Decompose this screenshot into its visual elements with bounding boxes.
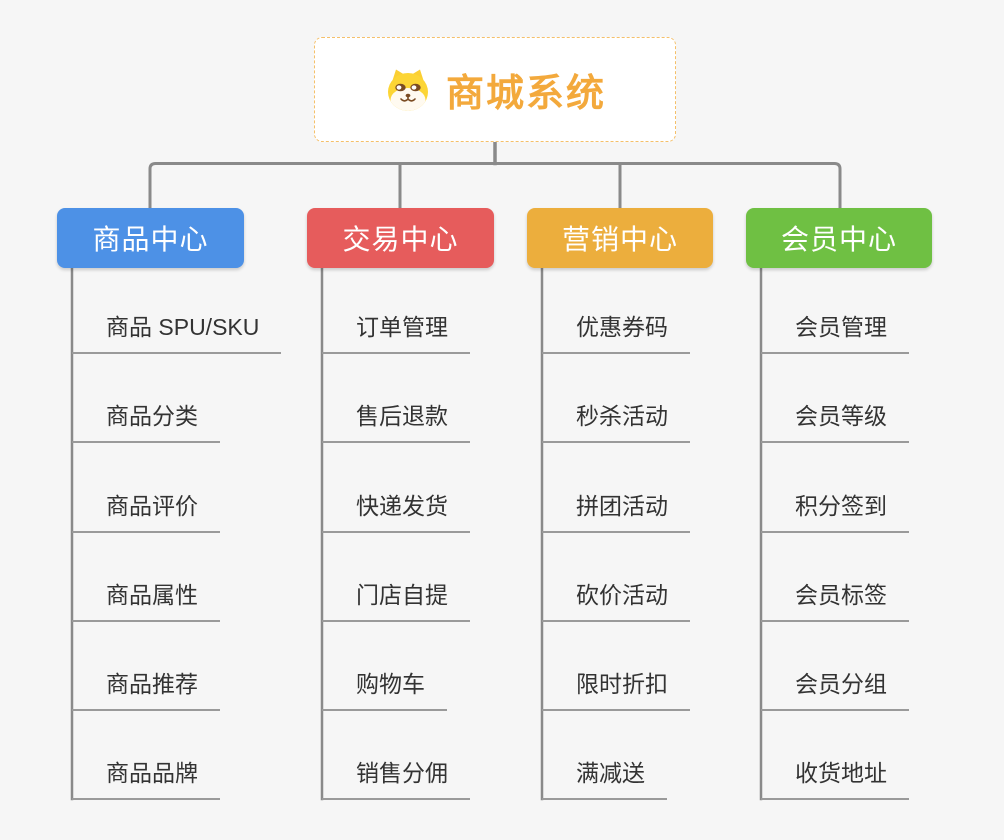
leaf-item[interactable]: 商品评价 — [72, 488, 220, 533]
leaf-item[interactable]: 优惠券码 — [542, 309, 690, 354]
leaf-item[interactable]: 商品品牌 — [72, 755, 220, 800]
leaf-item[interactable]: 快递发货 — [322, 488, 470, 533]
leaf-item[interactable]: 秒杀活动 — [542, 398, 690, 443]
leaf-item[interactable]: 销售分佣 — [322, 755, 470, 800]
leaf-item[interactable]: 积分签到 — [761, 488, 909, 533]
leaf-item[interactable]: 拼团活动 — [542, 488, 690, 533]
root-label: 商城系统 — [445, 73, 606, 115]
branch-product-center[interactable]: 商品中心 — [57, 208, 244, 268]
leaf-item[interactable]: 会员管理 — [761, 309, 909, 354]
leaf-item[interactable]: 订单管理 — [322, 309, 470, 354]
leaf-item[interactable]: 商品 SPU/SKU — [72, 309, 282, 354]
leaf-item[interactable]: 售后退款 — [322, 398, 470, 443]
root-node[interactable]: 商城系统 — [314, 37, 676, 142]
leaf-item[interactable]: 商品属性 — [72, 577, 220, 622]
leaf-item[interactable]: 购物车 — [322, 666, 447, 711]
leaf-item[interactable]: 满减送 — [542, 755, 667, 800]
branch-trade-center[interactable]: 交易中心 — [307, 208, 494, 268]
leaf-item[interactable]: 门店自提 — [322, 577, 470, 622]
leaf-item[interactable]: 会员分组 — [761, 666, 909, 711]
leaf-item[interactable]: 砍价活动 — [542, 577, 690, 622]
branch-marketing-center[interactable]: 营销中心 — [527, 208, 713, 268]
leaf-item[interactable]: 商品分类 — [72, 398, 220, 443]
shiba-dog-face-icon — [387, 69, 428, 111]
leaf-item[interactable]: 限时折扣 — [542, 666, 690, 711]
leaf-item[interactable]: 商品推荐 — [72, 666, 220, 711]
leaf-item[interactable]: 收货地址 — [761, 755, 909, 800]
branch-member-center[interactable]: 会员中心 — [746, 208, 932, 268]
leaf-item[interactable]: 会员等级 — [761, 398, 909, 443]
leaf-item[interactable]: 会员标签 — [761, 577, 909, 622]
